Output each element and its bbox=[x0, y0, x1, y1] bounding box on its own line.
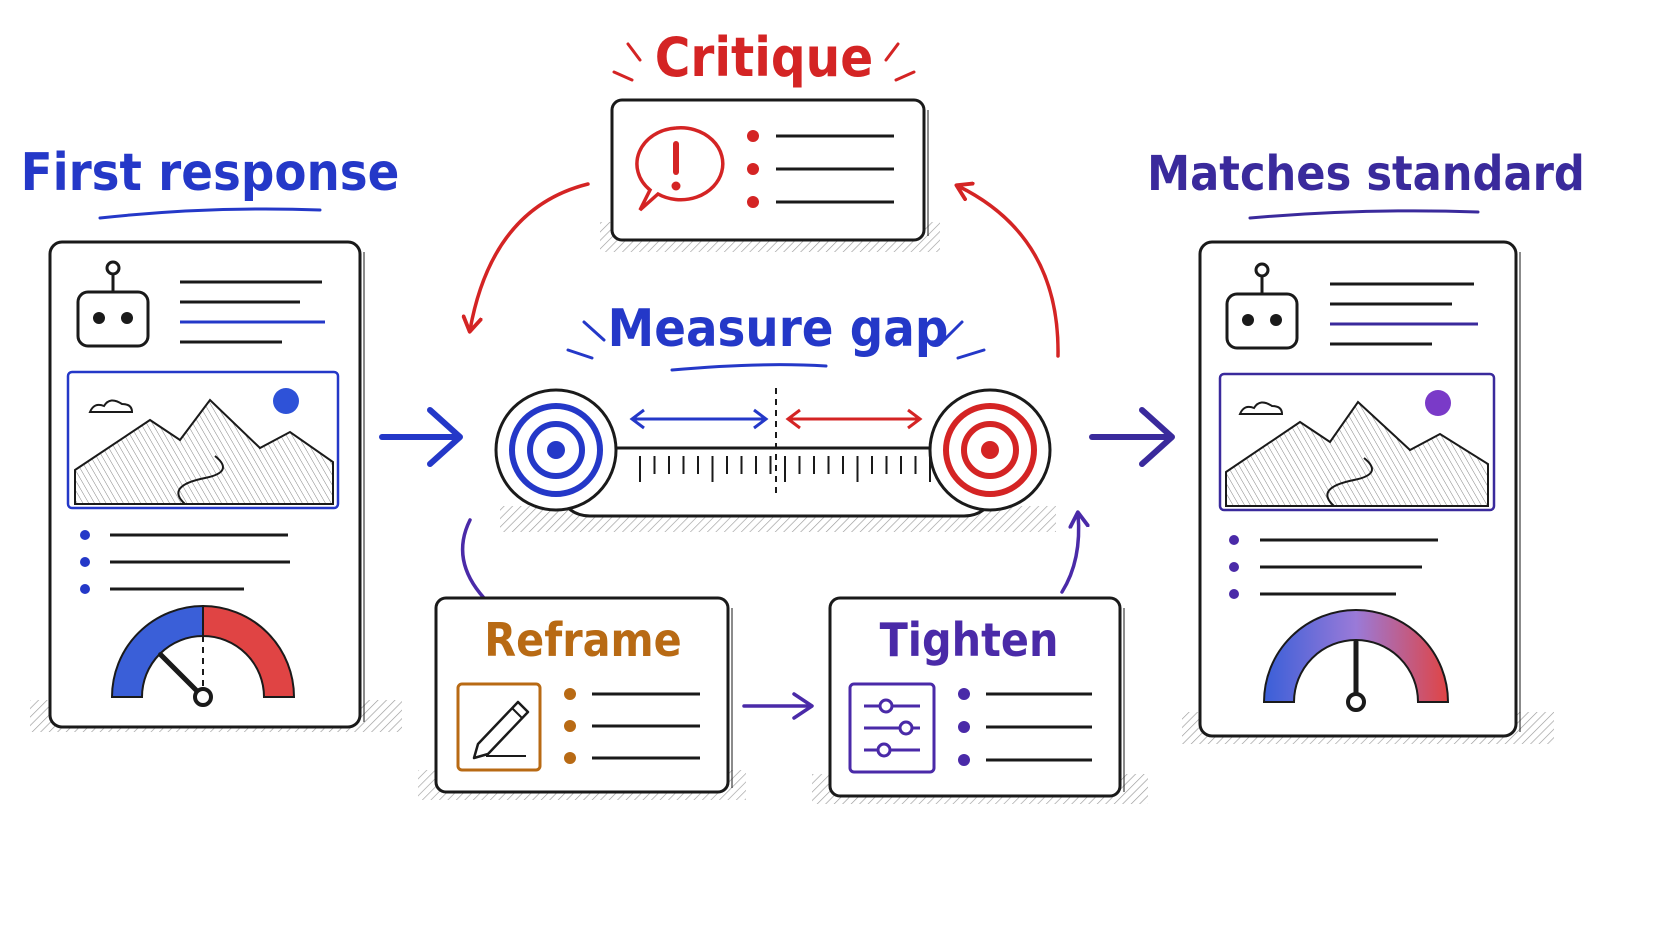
mountain-landscape-icon bbox=[66, 370, 340, 510]
measure-gap-title: Measure gap bbox=[608, 299, 949, 359]
measure-gap-panel: Measure gap bbox=[494, 299, 1056, 532]
ruler-ticks bbox=[639, 456, 931, 482]
tighten-panel: Tighten bbox=[812, 596, 1148, 804]
gauge-icon bbox=[110, 604, 296, 707]
matches-standard-panel: Matches standard bbox=[1147, 146, 1585, 744]
pencil-icon bbox=[456, 682, 542, 772]
robot-icon bbox=[1225, 262, 1299, 350]
arrow-measure-to-critique bbox=[958, 186, 1060, 358]
exclamation-speech-bubble-icon bbox=[635, 126, 725, 212]
first-response-underline bbox=[98, 207, 322, 220]
red-gap-arrow bbox=[785, 408, 923, 430]
arrow-reframe-to-tighten bbox=[742, 692, 814, 720]
arrow-to-matches-standard bbox=[1089, 407, 1175, 467]
reframe-title: Reframe bbox=[484, 613, 681, 667]
reframe-panel: Reframe bbox=[418, 596, 746, 800]
blue-target-icon bbox=[494, 388, 618, 512]
gauge-icon bbox=[1262, 609, 1450, 712]
blue-gap-arrow bbox=[629, 408, 769, 430]
tighten-title: Tighten bbox=[880, 613, 1059, 667]
first-response-panel: First response bbox=[21, 143, 402, 732]
arrow-measure-to-reframe bbox=[460, 518, 486, 600]
arrow-critique-to-measure bbox=[470, 182, 590, 330]
critique-title: Critique bbox=[655, 26, 873, 89]
arrow-to-measure-gap bbox=[379, 407, 463, 467]
sliders-icon bbox=[848, 682, 936, 774]
red-target-icon bbox=[928, 388, 1052, 512]
critique-panel: Critique bbox=[600, 26, 940, 252]
mountain-landscape-icon bbox=[1218, 372, 1496, 512]
arrow-tighten-to-measure bbox=[1060, 514, 1079, 594]
matches-standard-title: Matches standard bbox=[1147, 146, 1585, 202]
first-response-title: First response bbox=[21, 143, 400, 203]
robot-icon bbox=[76, 260, 150, 348]
